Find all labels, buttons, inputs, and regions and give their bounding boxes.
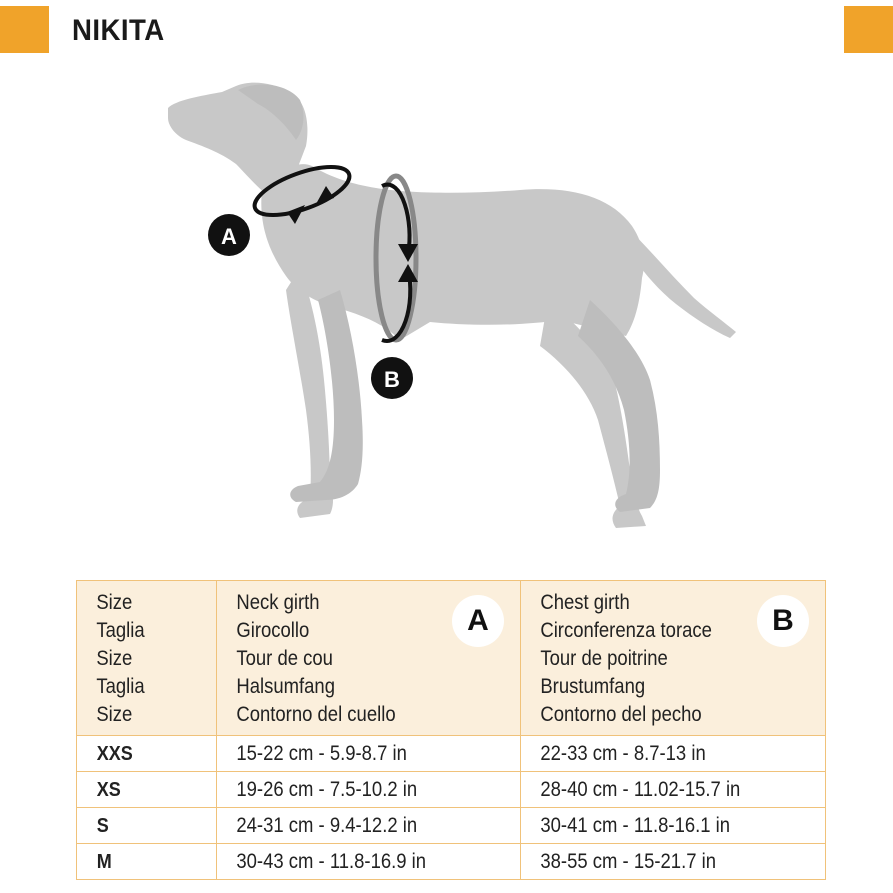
header-size-line: Size bbox=[96, 591, 133, 614]
header-chest-line: Circonferenza torace bbox=[540, 619, 712, 642]
size-cell: M bbox=[76, 843, 217, 880]
header-chest-cell: Chest girth Circonferenza torace Tour de… bbox=[520, 580, 826, 736]
header-size-line: Taglia bbox=[96, 619, 145, 642]
chest-value: 28-40 cm - 11.02-15.7 in bbox=[540, 777, 741, 801]
header-chest-line: Tour de poitrine bbox=[540, 647, 668, 670]
table-row: S 24-31 cm - 9.4-12.2 in 30-41 cm - 11.8… bbox=[76, 807, 826, 844]
header-chest-line: Contorno del pecho bbox=[540, 703, 702, 726]
marker-b: B bbox=[371, 357, 413, 399]
accent-tab-left bbox=[0, 6, 49, 53]
chest-badge: B bbox=[757, 595, 809, 647]
neck-cell: 15-22 cm - 5.9-8.7 in bbox=[216, 735, 521, 772]
marker-a: A bbox=[208, 214, 250, 256]
size-label: XXS bbox=[96, 742, 133, 765]
size-label: S bbox=[96, 814, 109, 837]
accent-tab-right bbox=[844, 6, 893, 53]
neck-value: 30-43 cm - 11.8-16.9 in bbox=[236, 849, 427, 873]
header-neck-cell: Neck girth Girocollo Tour de cou Halsumf… bbox=[216, 580, 521, 736]
size-label: XS bbox=[96, 778, 121, 801]
header-size-line: Size bbox=[96, 703, 133, 726]
size-cell: XS bbox=[76, 771, 217, 808]
chest-value: 30-41 cm - 11.8-16.1 in bbox=[540, 813, 731, 837]
header-size-line: Taglia bbox=[96, 675, 145, 698]
size-cell: XXS bbox=[76, 735, 217, 772]
svg-text:B: B bbox=[384, 367, 400, 392]
neck-value: 15-22 cm - 5.9-8.7 in bbox=[236, 741, 407, 765]
header-neck-line: Neck girth bbox=[236, 591, 320, 614]
header-neck-line: Halsumfang bbox=[236, 675, 335, 698]
neck-cell: 19-26 cm - 7.5-10.2 in bbox=[216, 771, 521, 808]
table-row: M 30-43 cm - 11.8-16.9 in 38-55 cm - 15-… bbox=[76, 843, 826, 880]
svg-text:A: A bbox=[221, 224, 237, 249]
header-neck-line: Girocollo bbox=[236, 619, 310, 642]
header-neck-line: Tour de cou bbox=[236, 647, 333, 670]
dog-measurement-illustration: A B bbox=[168, 82, 736, 528]
header-size-line: Size bbox=[96, 647, 133, 670]
size-chart-table: Size Taglia Size Taglia Size Neck girth … bbox=[76, 580, 826, 880]
neck-value: 24-31 cm - 9.4-12.2 in bbox=[236, 813, 418, 837]
header-chest-line: Brustumfang bbox=[540, 675, 646, 698]
header-chest-line: Chest girth bbox=[540, 591, 630, 614]
chest-cell: 22-33 cm - 8.7-13 in bbox=[520, 735, 826, 772]
product-title: NIKITA bbox=[72, 14, 165, 47]
neck-value: 19-26 cm - 7.5-10.2 in bbox=[236, 777, 418, 801]
size-cell: S bbox=[76, 807, 217, 844]
neck-cell: 30-43 cm - 11.8-16.9 in bbox=[216, 843, 521, 880]
table-row: XS 19-26 cm - 7.5-10.2 in 28-40 cm - 11.… bbox=[76, 771, 826, 808]
table-header-row: Size Taglia Size Taglia Size Neck girth … bbox=[76, 580, 826, 736]
chest-girth-arrow-icon bbox=[373, 173, 419, 343]
chest-cell: 28-40 cm - 11.02-15.7 in bbox=[520, 771, 826, 808]
neck-badge: A bbox=[452, 595, 504, 647]
chest-cell: 30-41 cm - 11.8-16.1 in bbox=[520, 807, 826, 844]
size-label: M bbox=[96, 850, 112, 873]
neck-cell: 24-31 cm - 9.4-12.2 in bbox=[216, 807, 521, 844]
neck-girth-arrow-icon bbox=[252, 164, 352, 224]
header-size-cell: Size Taglia Size Taglia Size bbox=[76, 580, 217, 736]
chest-value: 22-33 cm - 8.7-13 in bbox=[540, 741, 706, 765]
table-row: XXS 15-22 cm - 5.9-8.7 in 22-33 cm - 8.7… bbox=[76, 735, 826, 772]
dog-silhouette-icon bbox=[168, 82, 736, 528]
chest-cell: 38-55 cm - 15-21.7 in bbox=[520, 843, 826, 880]
header-neck-line: Contorno del cuello bbox=[236, 703, 396, 726]
chest-value: 38-55 cm - 15-21.7 in bbox=[540, 849, 717, 873]
